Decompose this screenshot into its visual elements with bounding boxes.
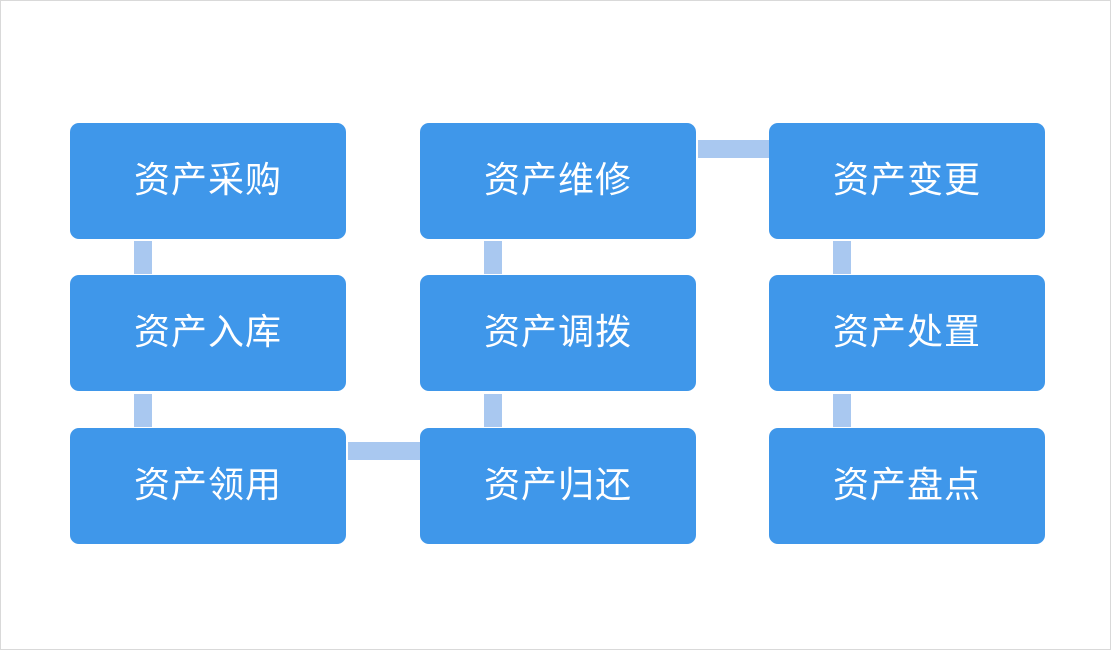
node-label: 资产变更 [832,160,981,201]
node-label: 资产入库 [133,312,282,353]
node-asset-transfer: 资产调拨 [420,275,696,391]
node-asset-stock-in: 资产入库 [70,275,346,391]
connector-purchase-to-stock-in [134,241,152,274]
node-asset-requisition: 资产领用 [70,428,346,544]
connector-requisition-to-return [348,442,420,460]
node-label: 资产采购 [133,160,282,201]
node-label: 资产盘点 [832,465,981,506]
node-asset-purchase: 资产采购 [70,123,346,239]
node-label: 资产领用 [133,465,282,506]
connector-stock-in-to-requisition [134,394,152,427]
connector-return-to-transfer [484,394,502,427]
node-asset-disposal: 资产处置 [769,275,1045,391]
connector-change-to-disposal [833,241,851,274]
connector-disposal-to-inventory [833,394,851,427]
node-asset-repair: 资产维修 [420,123,696,239]
node-label: 资产处置 [832,312,981,353]
connector-repair-to-change [698,140,770,158]
node-label: 资产归还 [483,465,632,506]
node-asset-return: 资产归还 [420,428,696,544]
node-asset-change: 资产变更 [769,123,1045,239]
node-asset-inventory: 资产盘点 [769,428,1045,544]
node-label: 资产调拨 [483,312,632,353]
node-label: 资产维修 [483,160,632,201]
connector-transfer-to-repair [484,241,502,274]
